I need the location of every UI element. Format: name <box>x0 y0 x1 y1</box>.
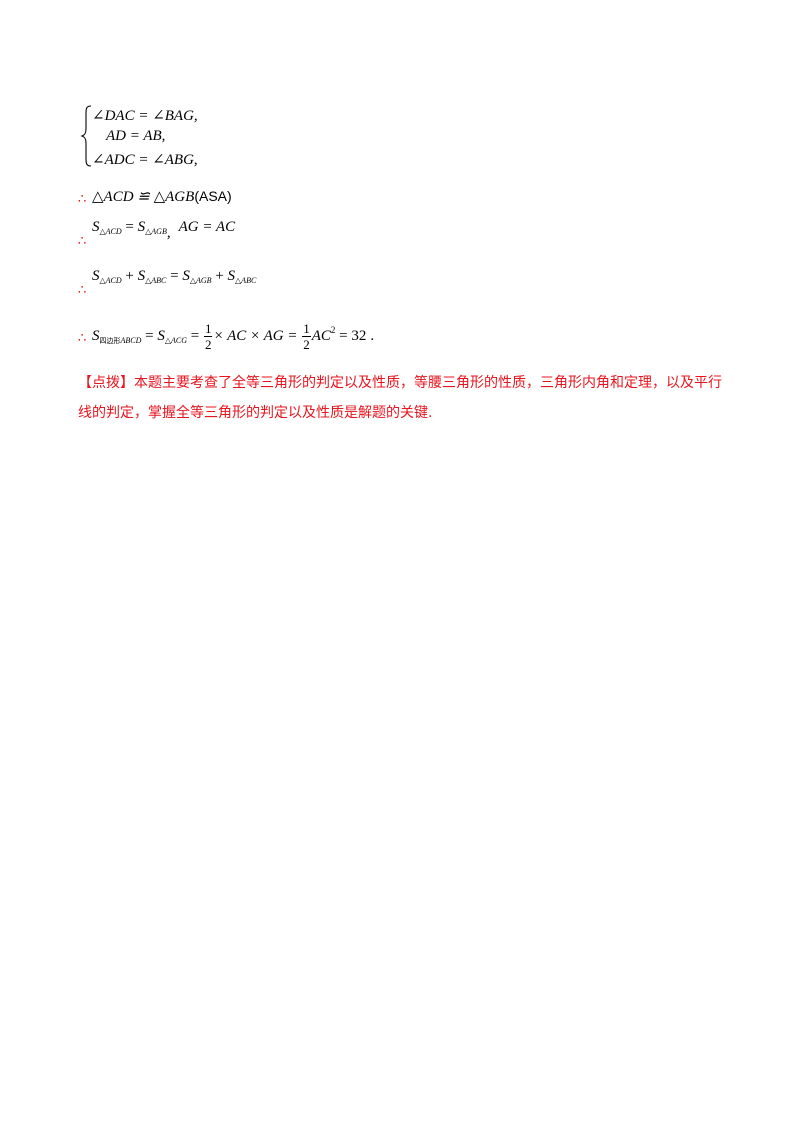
step2-equation: S△ACD = S△AGB,AG = AC <box>92 219 236 241</box>
step1-reason: (ASA) <box>194 188 232 204</box>
system-line-1: ∠DAC = ∠BAG, <box>92 108 198 124</box>
system-line-2: AD = AB, <box>106 128 166 144</box>
system-line-3: ∠ADC = ∠ABG, <box>92 152 198 168</box>
left-brace-icon <box>80 105 92 167</box>
hint-paragraph: 【点拨】本题主要考查了全等三角形的判定以及性质，等腰三角形的性质，三角形内角和定… <box>78 375 722 421</box>
therefore-icon: ∴ <box>78 192 87 207</box>
therefore-icon: ∴ <box>78 331 87 346</box>
step1-congruence: △ACD ≌ △AGB(ASA) <box>92 187 232 206</box>
step3-equation: S△ACD + S△ABC = S△AGB + S△ABC <box>92 268 257 285</box>
therefore-icon: ∴ <box>78 283 87 298</box>
step1-lhs: △ACD ≌ △AGB <box>92 189 195 205</box>
therefore-icon: ∴ <box>78 234 87 249</box>
